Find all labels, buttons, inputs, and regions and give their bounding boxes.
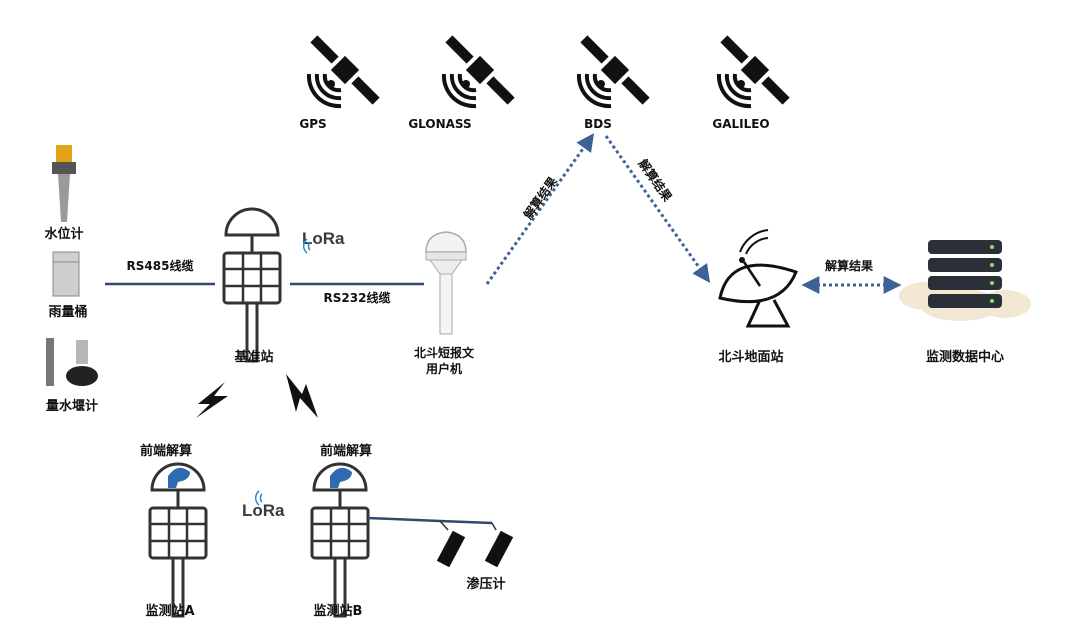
satellite-bds: BDS xyxy=(576,33,652,131)
downlink-arrow xyxy=(604,135,711,283)
uplink-arrow xyxy=(485,133,595,285)
uplink-label: 解算结果 xyxy=(520,174,560,222)
galileo-label: GALILEO xyxy=(712,117,769,131)
ground-station-dish: 北斗地面站 xyxy=(718,229,798,365)
lora-logo-top: LoRa xyxy=(302,229,345,254)
wireless-bolt-right xyxy=(286,374,318,418)
rain-gauge-sensor: 雨量桶 xyxy=(48,251,88,320)
lora-logo-bottom: LoRa xyxy=(242,490,285,520)
station-a-label: 监测站A xyxy=(145,603,194,619)
data-center-icon: 监测数据中心 xyxy=(899,240,1031,365)
water-level-sensor: 水位计 xyxy=(44,145,84,242)
satellite-galileo: GALILEO xyxy=(712,33,792,131)
front-end-a-label: 前端解算 xyxy=(140,443,192,459)
satellite-glonass: GLONASS xyxy=(408,33,517,131)
glonass-label: GLONASS xyxy=(408,117,471,131)
wireless-bolt-left xyxy=(196,382,228,418)
beidou-terminal-label-2: 用户机 xyxy=(425,361,462,376)
front-end-b-label: 前端解算 xyxy=(320,443,372,459)
gps-label: GPS xyxy=(299,117,326,131)
base-station: 基准站 xyxy=(222,207,282,365)
beidou-terminal: 北斗短报文 用户机 xyxy=(414,231,475,376)
piezometer-label: 渗压计 xyxy=(466,576,505,592)
data-center-label: 监测数据中心 xyxy=(926,349,1004,365)
monitoring-station-a: 前端解算 监测站A xyxy=(140,443,208,619)
ground-station-label: 北斗地面站 xyxy=(718,349,783,365)
rs485-label: RS485线缆 xyxy=(127,258,194,273)
lora-text-bottom: LoRa xyxy=(242,501,285,520)
datacenter-link-label: 解算结果 xyxy=(825,258,873,273)
bds-label: BDS xyxy=(584,117,612,131)
weir-gauge-label: 量水堰计 xyxy=(46,398,98,414)
downlink-label: 解算结果 xyxy=(636,156,676,204)
beidou-terminal-label-1: 北斗短报文 xyxy=(414,345,475,360)
lora-text-top: LoRa xyxy=(302,229,345,248)
water-level-label: 水位计 xyxy=(44,226,83,242)
rain-gauge-label: 雨量桶 xyxy=(48,304,87,320)
monitoring-station-b: 前端解算 监测站B xyxy=(310,443,372,619)
weir-gauge-sensor: 量水堰计 xyxy=(46,338,98,414)
piezometer: 渗压计 xyxy=(367,516,514,592)
station-b-label: 监测站B xyxy=(314,603,363,619)
rs232-label: RS232线缆 xyxy=(324,290,391,305)
base-station-label: 基准站 xyxy=(233,349,273,365)
satellite-gps: GPS xyxy=(299,33,382,131)
